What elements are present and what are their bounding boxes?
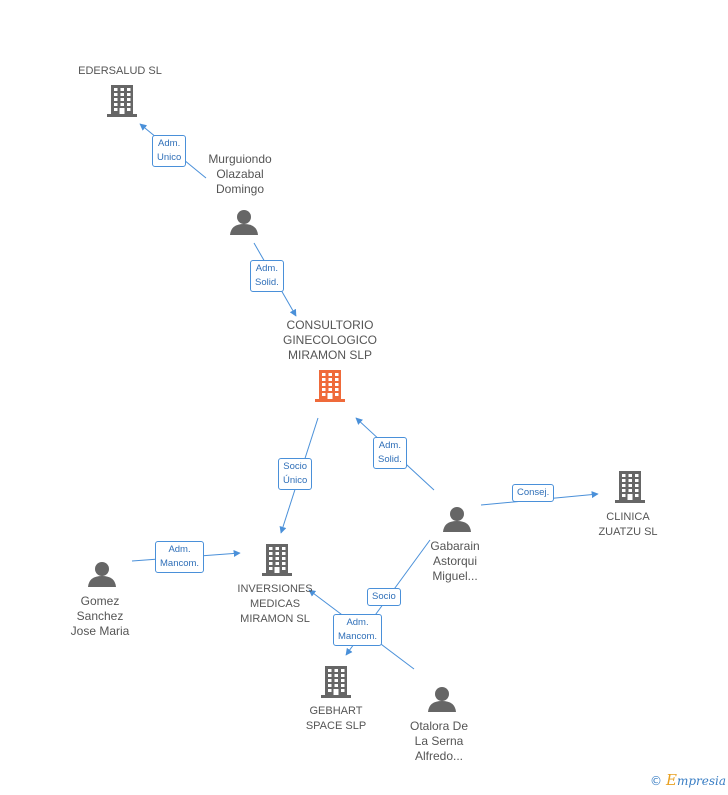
node-label-otalora[interactable]: Otalora De La Serna Alfredo... <box>409 719 469 763</box>
node-label-gebhart[interactable]: GEBHART SPACE SLP <box>305 705 367 732</box>
edge-label-consej[interactable]: Consej. <box>512 484 555 502</box>
node-label-edersalud[interactable]: EDERSALUD SL <box>78 65 162 77</box>
node-label-clinica[interactable]: CLINICA ZUATZU SL <box>598 511 658 538</box>
empresia-watermark: ©Empresia <box>650 771 726 789</box>
edges-layer <box>131 123 599 670</box>
gabarain-person-icon[interactable] <box>443 507 471 532</box>
edge-label-socio-unico[interactable]: Socio Único <box>278 458 313 490</box>
edge-label-adm-solid-murguiondo[interactable]: Adm. Solid. <box>250 260 284 292</box>
node-label-inversiones[interactable]: INVERSIONES MEDICAS MIRAMON SL <box>237 583 313 625</box>
node-label-consultorio[interactable]: CONSULTORIO GINECOLOGICO MIRAMON SLP <box>282 318 377 362</box>
brand-name: mpresia <box>676 774 726 788</box>
edersalud-building-icon[interactable] <box>107 85 137 117</box>
clinica-building-icon[interactable] <box>615 471 645 503</box>
consultorio-building-icon[interactable] <box>315 370 345 402</box>
edge-label-adm-solid-gabarain[interactable]: Adm. Solid. <box>373 437 407 469</box>
otalora-person-icon[interactable] <box>428 687 456 712</box>
inversiones-building-icon[interactable] <box>262 544 292 576</box>
node-label-murguiondo[interactable]: Murguiondo Olazabal Domingo <box>208 152 272 196</box>
edge-label-adm-unico[interactable]: Adm. Unico <box>152 135 187 167</box>
murguiondo-person-icon[interactable] <box>230 210 258 235</box>
edge-label-socio[interactable]: Socio <box>367 588 401 606</box>
gebhart-building-icon[interactable] <box>321 666 351 698</box>
edge-label-adm-mancom-gomez[interactable]: Adm. Mancom. <box>155 541 205 573</box>
edge-label-adm-mancom-otalora[interactable]: Adm. Mancom. <box>333 614 383 646</box>
brand-initial: E <box>665 771 677 789</box>
copyright-symbol: © <box>649 774 662 788</box>
gomez-person-icon[interactable] <box>88 562 116 587</box>
node-label-gomez[interactable]: Gomez Sanchez Jose Maria <box>70 594 130 638</box>
icons-layer <box>88 85 645 712</box>
node-label-gabarain[interactable]: Gabarain Astorqui Miguel... <box>430 539 480 583</box>
